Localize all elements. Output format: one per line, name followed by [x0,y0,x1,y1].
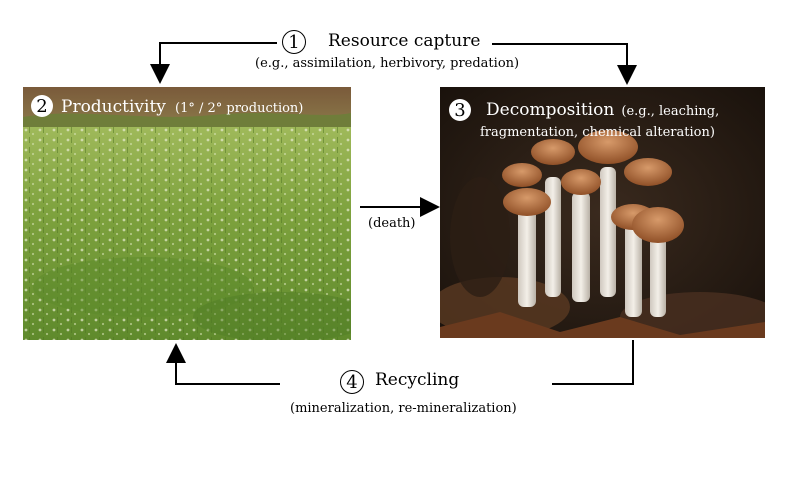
arrow-recycling-to-productivity [166,343,280,385]
mushrooms-image [440,87,765,338]
step3-title: Decomposition [486,100,615,120]
step3-number: 3 [454,99,466,121]
step3-number-circle: 3 [449,99,471,121]
death-label: (death) [368,216,416,231]
step3-detail-line1: (e.g., leaching, [621,104,720,119]
arrow-capture-to-decomposition [492,43,637,85]
step4-subtitle: (mineralization, re-mineralization) [290,401,517,416]
step1-subtitle: (e.g., assimilation, herbivory, predatio… [255,56,520,71]
step1-number-circle: 1 [282,30,306,54]
step1-title: Resource capture [328,31,481,51]
step4-number-circle: 4 [340,370,364,394]
mushrooms-photo: 3 Decomposition (e.g., leaching, fragmen… [440,87,765,338]
step2-number-circle: 2 [31,95,53,117]
step4-title: Recycling [375,370,460,390]
grassland-photo: 2 Productivity (1° / 2° production) [23,87,351,340]
step2-detail: (1° / 2° production) [175,101,304,116]
step1-number: 1 [288,31,300,53]
step3-detail-line2: fragmentation, chemical alteration) [480,125,715,140]
step2-title: Productivity [61,97,166,117]
step4-number: 4 [346,371,358,393]
grassland-image [23,87,351,340]
step2-number: 2 [36,95,48,117]
arrow-capture-to-productivity [150,42,277,84]
arrow-decomposition-to-recycling [552,340,634,385]
